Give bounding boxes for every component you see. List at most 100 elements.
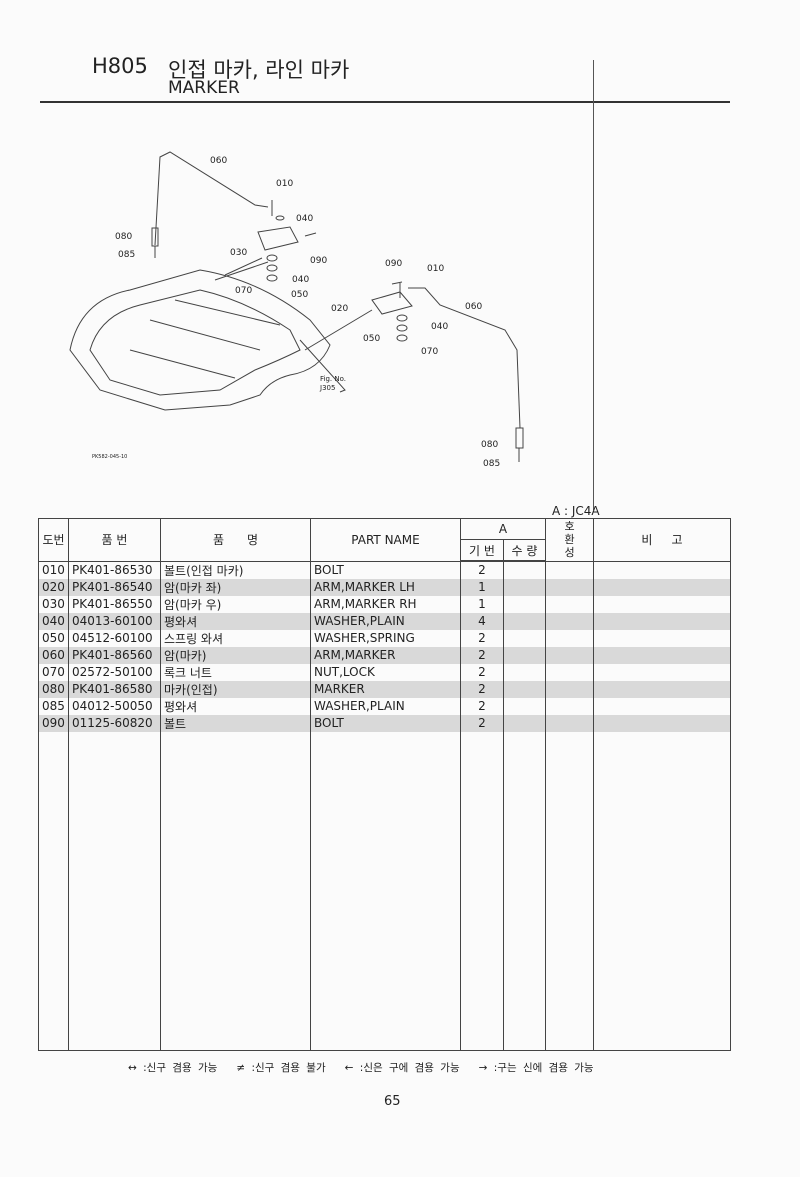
- section-title-korean: 인접 마카, 라인 마카: [168, 58, 350, 82]
- empty-cell: [68, 731, 161, 1051]
- part-name-cell: WASHER,PLAIN: [310, 697, 461, 715]
- callout-070: 070: [421, 347, 438, 357]
- section-code: H805: [92, 54, 148, 78]
- remarks-cell: [593, 663, 731, 681]
- qty-cell: 2: [460, 697, 504, 715]
- model-note: A : JC4A: [552, 504, 600, 518]
- callout-060: 060: [465, 302, 482, 312]
- ref-cell: 090: [38, 714, 69, 732]
- qty-cell: 2: [460, 561, 504, 579]
- diagram-callouts: 060 010 040 080 085 030 090 070 050 040 …: [92, 156, 500, 469]
- callout-080: 080: [115, 232, 132, 242]
- header-qty: 수 량: [503, 539, 546, 562]
- interchange-cell: [545, 595, 594, 613]
- name-ko-cell: 스프링 와셔: [160, 629, 311, 647]
- empty-cell: [503, 731, 546, 1051]
- remarks-cell: [593, 646, 731, 664]
- ref-cell: 070: [38, 663, 69, 681]
- part-no-cell: 04512-60100: [68, 629, 161, 647]
- name-ko-cell: 평와셔: [160, 612, 311, 630]
- exploded-parts-diagram: 060 010 040 080 085 030 090 070 050 040 …: [69, 151, 524, 469]
- interchange-cell: [545, 646, 594, 664]
- empty-cell: [38, 731, 69, 1051]
- empty-cell: [160, 731, 311, 1051]
- remarks-cell: [593, 561, 731, 579]
- part-name-cell: WASHER,PLAIN: [310, 612, 461, 630]
- name-ko-cell: 볼트: [160, 714, 311, 732]
- callout-010: 010: [427, 264, 444, 274]
- interchange-cell: [545, 578, 594, 596]
- name-ko-cell: 암(마카 좌): [160, 578, 311, 596]
- qty-cell: 2: [460, 714, 504, 732]
- part-name-cell: ARM,MARKER RH: [310, 595, 461, 613]
- callout-090: 090: [310, 256, 327, 266]
- fig-ref-label: Fig. No.: [320, 375, 346, 383]
- part-no-cell: PK401-86530: [68, 561, 161, 579]
- remarks-cell: [593, 680, 731, 698]
- callout-080: 080: [481, 440, 498, 450]
- qty-cell: 2: [460, 663, 504, 681]
- callout-040: 040: [296, 214, 313, 224]
- header-part-no: 품 번: [68, 518, 161, 562]
- callout-030: 030: [230, 248, 247, 258]
- part-no-cell: 02572-50100: [68, 663, 161, 681]
- qty-extra-cell: [503, 697, 546, 715]
- ref-cell: 010: [38, 561, 69, 579]
- remarks-cell: [593, 578, 731, 596]
- name-ko-cell: 암(마카 우): [160, 595, 311, 613]
- header-part-name: PART NAME: [310, 518, 461, 562]
- ref-cell: 060: [38, 646, 69, 664]
- remarks-cell: [593, 612, 731, 630]
- qty-extra-cell: [503, 595, 546, 613]
- qty-cell: 2: [460, 646, 504, 664]
- remarks-cell: [593, 697, 731, 715]
- part-name-cell: ARM,MARKER LH: [310, 578, 461, 596]
- qty-extra-cell: [503, 680, 546, 698]
- interchange-cell: [545, 663, 594, 681]
- part-no-cell: PK401-86560: [68, 646, 161, 664]
- callout-020: 020: [331, 304, 348, 314]
- interchange-legend: ↔ :신구 겸용 가능 ≠ :신구 겸용 불가 ← :신은 구에 겸용 가능 →…: [128, 1062, 594, 1074]
- interchange-cell: [545, 680, 594, 698]
- interchange-cell: [545, 714, 594, 732]
- empty-cell: [545, 731, 594, 1051]
- qty-extra-cell: [503, 629, 546, 647]
- qty-extra-cell: [503, 612, 546, 630]
- section-title-english: MARKER: [168, 78, 240, 98]
- qty-cell: 1: [460, 578, 504, 596]
- ref-cell: 050: [38, 629, 69, 647]
- part-name-cell: MARKER: [310, 680, 461, 698]
- remarks-cell: [593, 629, 731, 647]
- qty-cell: 2: [460, 629, 504, 647]
- part-name-cell: BOLT: [310, 561, 461, 579]
- ref-cell: 020: [38, 578, 69, 596]
- interchange-cell: [545, 561, 594, 579]
- interchange-cell: [545, 612, 594, 630]
- table-filler-row: [38, 731, 731, 1051]
- callout-090: 090: [385, 259, 402, 269]
- remarks-cell: [593, 714, 731, 732]
- callout-085: 085: [483, 459, 500, 469]
- ref-cell: 080: [38, 680, 69, 698]
- name-ko-cell: 마카(인접): [160, 680, 311, 698]
- interchange-cell: [545, 629, 594, 647]
- callout-040: 040: [431, 322, 448, 332]
- name-ko-cell: 암(마카): [160, 646, 311, 664]
- part-name-cell: WASHER,SPRING: [310, 629, 461, 647]
- page-number: 65: [384, 1094, 401, 1109]
- qty-cell: 4: [460, 612, 504, 630]
- callout-050: 050: [291, 290, 308, 300]
- empty-cell: [593, 731, 731, 1051]
- vertical-divider: [593, 60, 594, 510]
- qty-extra-cell: [503, 561, 546, 579]
- empty-cell: [310, 731, 461, 1051]
- header-qty-base: 기 번: [460, 539, 504, 562]
- interchange-cell: [545, 697, 594, 715]
